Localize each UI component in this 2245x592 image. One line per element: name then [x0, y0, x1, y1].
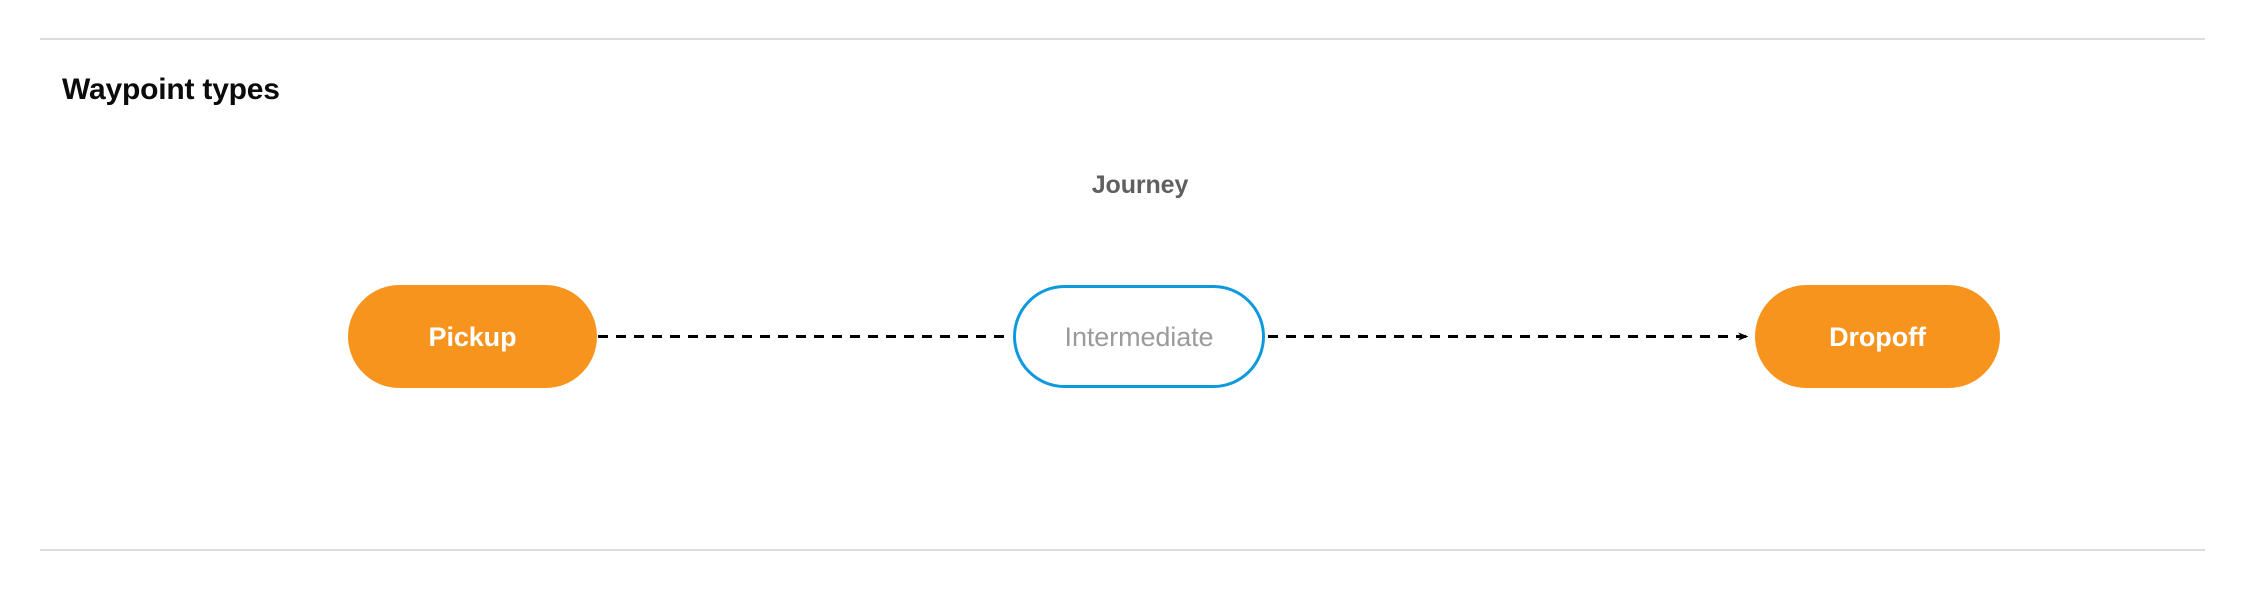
waypoint-node-dropoff-label: Dropoff [1829, 321, 1926, 352]
waypoint-node-intermediate-label: Intermediate [1064, 321, 1214, 352]
journey-group-label: Journey [1091, 171, 1189, 199]
waypoint-node-pickup-label: Pickup [428, 321, 517, 352]
waypoint-node-pickup[interactable]: Pickup [348, 285, 597, 388]
page-title: Waypoint types [62, 73, 280, 106]
top-divider [40, 38, 2205, 40]
bottom-divider [40, 549, 2205, 551]
waypoint-node-dropoff[interactable]: Dropoff [1755, 285, 2000, 388]
waypoint-node-intermediate[interactable]: Intermediate [1013, 285, 1265, 388]
